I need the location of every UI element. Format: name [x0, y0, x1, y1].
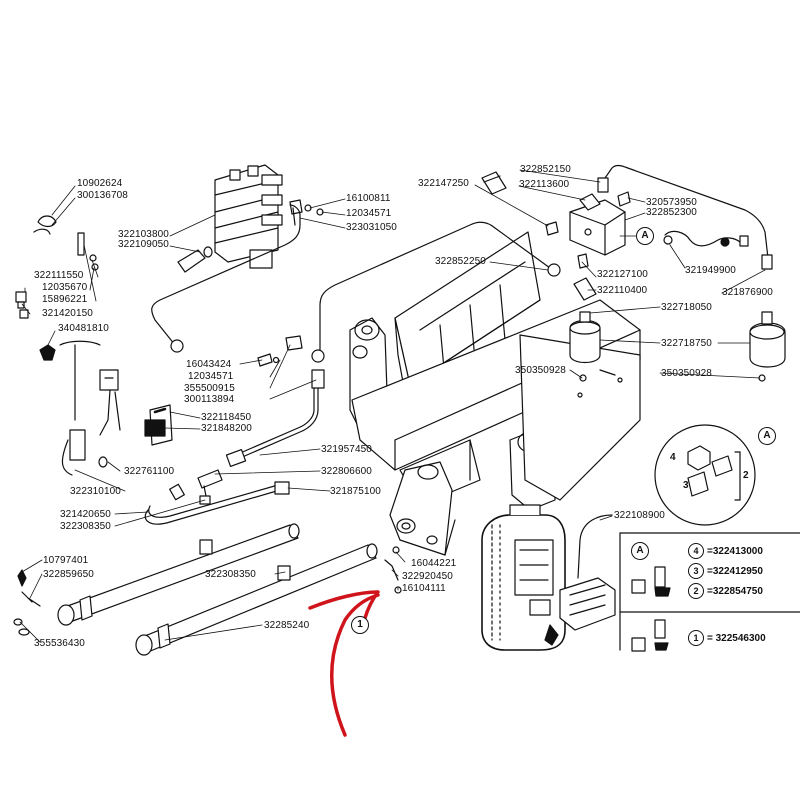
part-label: 322111550 [34, 270, 84, 281]
legend-drawings [619, 532, 800, 652]
part-label: 322147250 [418, 178, 469, 189]
part-label: 16043424 [186, 359, 232, 370]
part-label: 321876900 [722, 287, 773, 298]
part-label: 322118450 [201, 412, 252, 423]
part-label: 322127100 [597, 269, 648, 280]
part-label: 321420150 [42, 308, 93, 319]
main-frame [349, 231, 641, 556]
part-label: 321957450 [321, 444, 372, 455]
part-label: 323031050 [346, 222, 397, 233]
part-label: 321420650 [60, 509, 111, 520]
detail-number-3: 3 [683, 480, 689, 491]
top-right-components [481, 171, 786, 382]
legend-row-value: =322412950 [707, 566, 763, 577]
red-arrow-annotation [308, 590, 380, 737]
part-label: 10797401 [43, 555, 89, 566]
part-label: 322108900 [614, 510, 665, 521]
legend-row-number: 4 [688, 543, 704, 559]
part-label: 321875100 [330, 486, 381, 497]
part-label: 322109050 [118, 239, 169, 250]
legend-1-row: 1= 322546300 [688, 630, 766, 646]
legend-row-number: 3 [688, 563, 704, 579]
part-label: 16104111 [402, 583, 446, 594]
detail-number-4: 4 [670, 452, 676, 463]
callout-a-detail: A [758, 427, 776, 445]
callout-1-shaft: 1 [351, 616, 369, 634]
part-label: 12034571 [346, 208, 392, 219]
part-label: 350350928 [661, 368, 712, 379]
legend-a-row: 2=322854750 [688, 583, 763, 599]
callout-a-hose: A [636, 227, 654, 245]
legend-row-value: = 322546300 [707, 633, 766, 644]
detail-a-inset [654, 424, 756, 526]
part-label: 321949900 [685, 265, 736, 276]
legend-a-row: 4=322413000 [688, 543, 763, 559]
middle-small-parts [257, 204, 324, 367]
part-label: 16100811 [346, 193, 391, 204]
part-label: 322852150 [520, 164, 571, 175]
part-label: 322308350 [60, 521, 111, 532]
legend-a-tag: A [631, 542, 649, 560]
leader-lines [19, 169, 766, 643]
part-label: 322859650 [43, 569, 94, 580]
part-label: 322806600 [321, 466, 372, 477]
part-label: 355500915 [184, 383, 235, 394]
valve-block [177, 164, 303, 273]
hydraulic-lines [144, 165, 773, 525]
cylinder-shafts [13, 523, 402, 656]
part-label: 355536430 [34, 638, 85, 649]
part-label: 322718050 [661, 302, 712, 313]
legend-row-number: 1 [688, 630, 704, 646]
part-label: 322761100 [124, 466, 175, 477]
left-small-parts [15, 215, 173, 476]
part-label: 321848200 [201, 423, 252, 434]
detail-number-2: 2 [743, 470, 749, 481]
part-label: 320573950 [646, 197, 697, 208]
part-label: 16044221 [411, 558, 457, 569]
part-label: 322310100 [70, 486, 121, 497]
legend-row-value: =322854750 [707, 586, 763, 597]
part-label: 12034571 [188, 371, 234, 382]
part-label: 322103800 [118, 229, 169, 240]
part-label: 322110400 [597, 285, 648, 296]
part-label: 12035670 [42, 282, 88, 293]
part-label: 350350928 [515, 365, 566, 376]
part-label: 32285240 [264, 620, 310, 631]
part-label: 300113894 [184, 394, 235, 405]
legend-row-value: =322413000 [707, 546, 763, 557]
part-label: 322308350 [205, 569, 256, 580]
legend-row-number: 2 [688, 583, 704, 599]
part-label: 322852250 [435, 256, 486, 267]
part-label: 322718750 [661, 338, 712, 349]
part-label: 10902624 [77, 178, 123, 189]
part-label: 322113600 [519, 179, 570, 190]
part-label: 340481810 [58, 323, 109, 334]
part-label: 322852300 [646, 207, 697, 218]
legend-a-row: 3=322412950 [688, 563, 763, 579]
control-unit [481, 504, 616, 651]
part-label: 322920450 [402, 571, 453, 582]
part-label: 300136708 [77, 190, 128, 201]
part-label: 15896221 [42, 294, 88, 305]
